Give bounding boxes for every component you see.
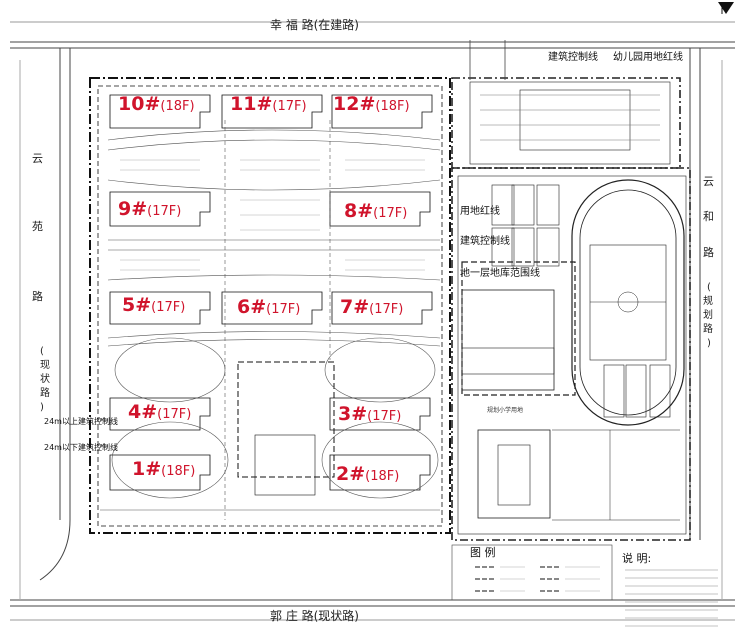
right-road-char: 路 xyxy=(703,246,714,259)
school-plot xyxy=(451,167,691,541)
building-label: 2#(18F) xyxy=(336,463,399,485)
building-label: 6#(17F) xyxy=(237,296,300,318)
right-road-char: 云 xyxy=(703,175,714,188)
label-below-24m: 24m以下建筑控制线 xyxy=(44,442,118,452)
right-road-char: 划 xyxy=(703,308,713,321)
building-number: 12# xyxy=(333,93,375,115)
left-road-char: ) xyxy=(40,402,44,413)
left-road-char: ( xyxy=(40,346,44,357)
left-road-char: 苑 xyxy=(32,220,43,233)
right-road-char: ( xyxy=(707,282,711,293)
building-floors: (17F) xyxy=(157,407,191,422)
building-floors: (17F) xyxy=(369,302,403,317)
right-road-char: 和 xyxy=(703,210,714,223)
top-road-name: 幸 福 路(在建路) xyxy=(270,17,359,32)
left-road-char: 路 xyxy=(40,386,50,399)
left-road-char: 现 xyxy=(40,359,50,371)
legend: 图 例 xyxy=(451,544,613,601)
building-floors: (17F) xyxy=(367,409,401,424)
left-road-name: 云 苑 路 ( 现 状 路 ) xyxy=(32,152,50,413)
label-leaders xyxy=(100,419,108,447)
building-number: 9# xyxy=(118,198,147,220)
building-floors: (18F) xyxy=(365,469,399,484)
building-label: 3#(17F) xyxy=(338,403,401,425)
building-label: 12#(18F) xyxy=(333,93,410,115)
bottom-road-name: 郭 庄 路(现状路) xyxy=(270,608,359,623)
detail-lines xyxy=(120,159,425,271)
building-floors: (18F) xyxy=(161,464,195,479)
building-floors: (17F) xyxy=(147,204,181,219)
building-outlines xyxy=(109,94,433,496)
building-labels: 10#(18F) 11#(17F) 12#(18F) 9#(17F) 8#(17… xyxy=(118,93,410,485)
right-road-name: 云 和 路 ( 规 划 路 ) xyxy=(703,175,714,349)
building-floors: (17F) xyxy=(373,206,407,221)
label-build-control-top: 建筑控制线 xyxy=(548,50,598,63)
label-build-control-right: 建筑控制线 xyxy=(460,234,510,247)
notes-text-lines xyxy=(625,569,718,627)
right-road-char: 路 xyxy=(703,322,713,335)
right-road-char: 规 xyxy=(703,294,713,307)
right-road-char: ) xyxy=(707,338,711,349)
notes: 说 明: xyxy=(622,551,718,627)
left-road-char: 云 xyxy=(32,152,43,165)
building-number: 5# xyxy=(122,294,151,316)
left-road-char: 路 xyxy=(32,290,43,303)
building-label: 10#(18F) xyxy=(118,93,195,115)
left-road-char: 状 xyxy=(40,372,50,385)
building-floors: (17F) xyxy=(272,99,306,114)
label-land-red-line: 用地红线 xyxy=(460,204,500,217)
building-number: 6# xyxy=(237,296,266,318)
building-number: 1# xyxy=(132,458,161,480)
building-label: 7#(17F) xyxy=(340,296,403,318)
legend-title: 图 例 xyxy=(470,545,496,559)
building-label: 11#(17F) xyxy=(230,93,307,115)
label-above-24m: 24m以上建筑控制线 xyxy=(44,416,118,426)
label-basement-line: 地一层地库范围线 xyxy=(460,266,540,279)
building-number: 7# xyxy=(340,296,369,318)
building-label: 1#(18F) xyxy=(132,458,195,480)
building-number: 8# xyxy=(344,200,373,222)
building-floors: (17F) xyxy=(266,302,300,317)
building-number: 10# xyxy=(118,93,160,115)
building-number: 11# xyxy=(230,93,272,115)
label-primary-school: 规划小学用地 xyxy=(487,406,523,414)
north-arrow xyxy=(718,2,734,14)
notes-title: 说 明: xyxy=(622,551,651,565)
building-label: 4#(17F) xyxy=(128,401,191,423)
building-number: 2# xyxy=(336,463,365,485)
building-label: 9#(17F) xyxy=(118,198,181,220)
label-kindergarten-line: 幼儿园用地红线 xyxy=(613,50,683,63)
site-boundary xyxy=(89,77,451,534)
building-floors: (18F) xyxy=(160,99,194,114)
building-label: 8#(17F) xyxy=(344,200,407,222)
building-floors: (17F) xyxy=(151,300,185,315)
legend-swatches xyxy=(475,566,560,592)
building-number: 4# xyxy=(128,401,157,423)
building-floors: (18F) xyxy=(375,99,409,114)
building-label: 5#(17F) xyxy=(122,294,185,316)
internal-roads xyxy=(100,120,441,520)
legend-text-lines xyxy=(500,566,600,592)
legend-frame xyxy=(451,544,613,601)
building-number: 3# xyxy=(338,403,367,425)
